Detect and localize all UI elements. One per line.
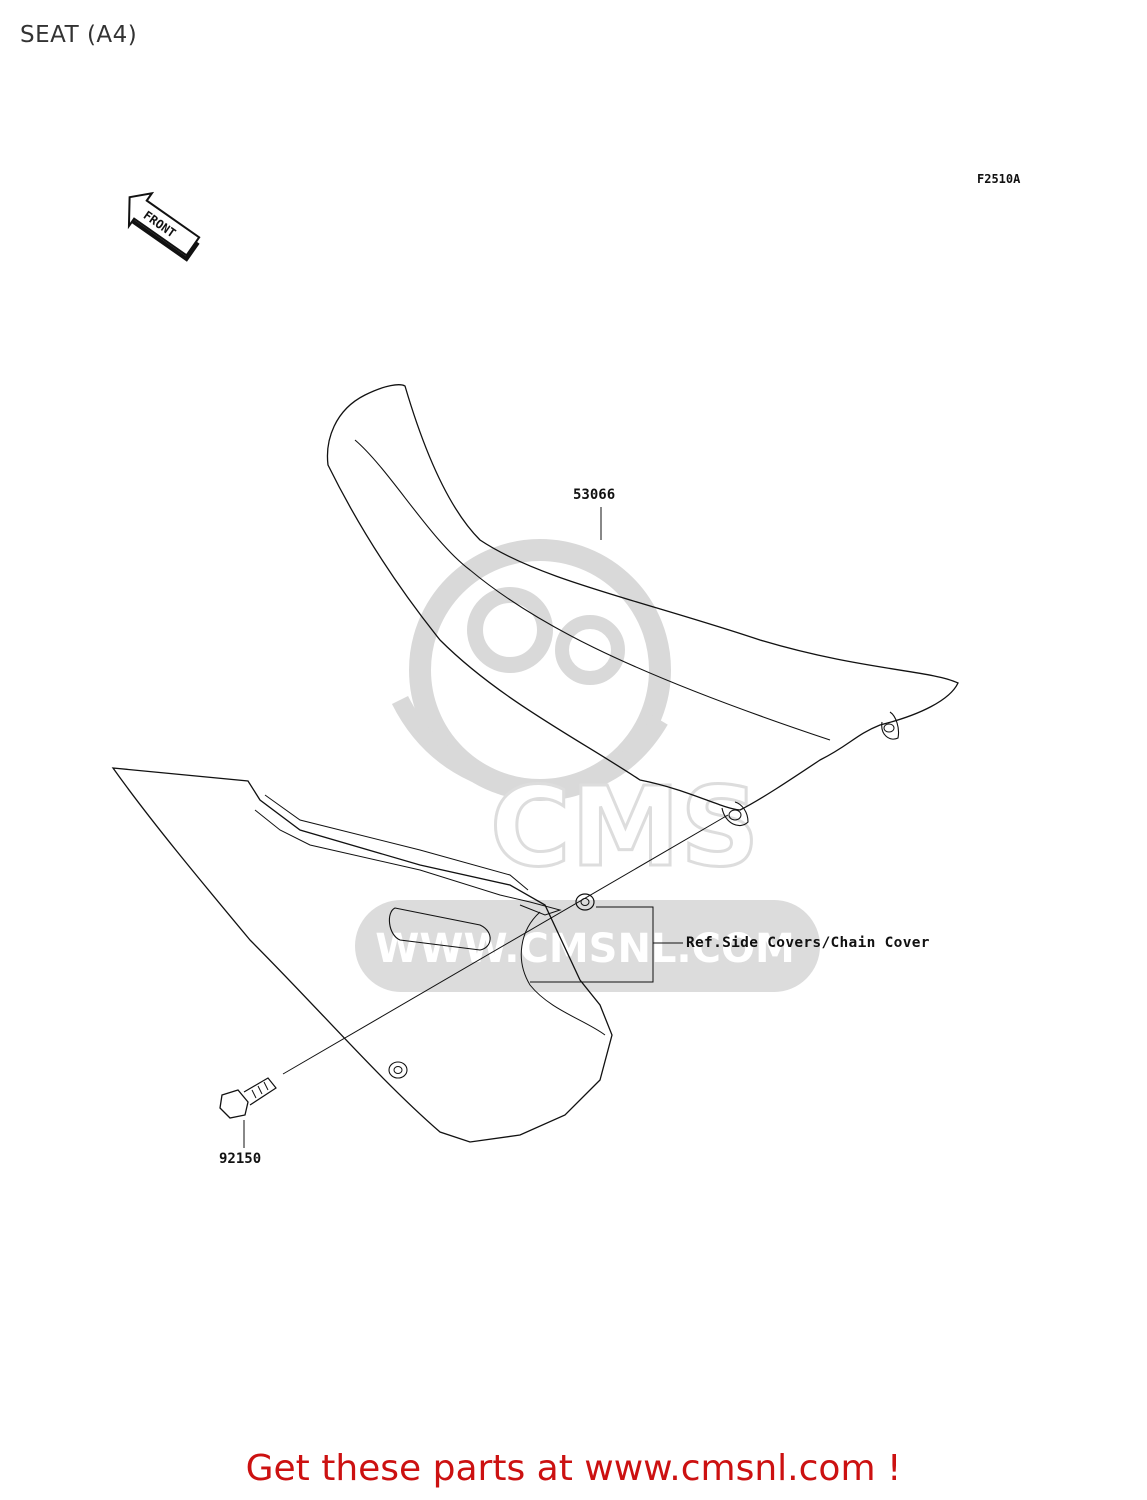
side-cover-vent xyxy=(388,907,491,951)
page-title: SEAT (A4) xyxy=(20,22,138,48)
seat-tab-front-hole xyxy=(728,809,742,821)
seat-tab-rear xyxy=(881,711,900,740)
bolt-92150 xyxy=(219,1077,277,1119)
side-cover-ridge-2 xyxy=(264,794,529,891)
reference-note: Ref.Side Covers/Chain Cover xyxy=(686,935,930,951)
part-number-seat[interactable]: 53066 xyxy=(573,487,616,503)
side-cover-hole xyxy=(388,1061,408,1079)
front-arrow-icon: FRONT xyxy=(127,191,201,262)
seat-crease xyxy=(354,439,831,741)
side-cover-fold xyxy=(520,911,606,1036)
grommet xyxy=(575,893,595,911)
figure-code: F2510A xyxy=(977,172,1021,186)
side-cover-ridge xyxy=(254,809,562,916)
seat-tab-front xyxy=(721,801,749,826)
get-parts-link[interactable]: Get these parts at www.cmsnl.com ! xyxy=(245,1448,902,1489)
seat-outline xyxy=(326,384,959,811)
side-cover-outline xyxy=(111,767,613,1143)
part-number-bolt[interactable]: 92150 xyxy=(219,1151,262,1167)
reference-bracket xyxy=(530,906,683,983)
assembly-line xyxy=(282,814,729,1075)
seat-tab-rear-hole xyxy=(883,723,895,733)
